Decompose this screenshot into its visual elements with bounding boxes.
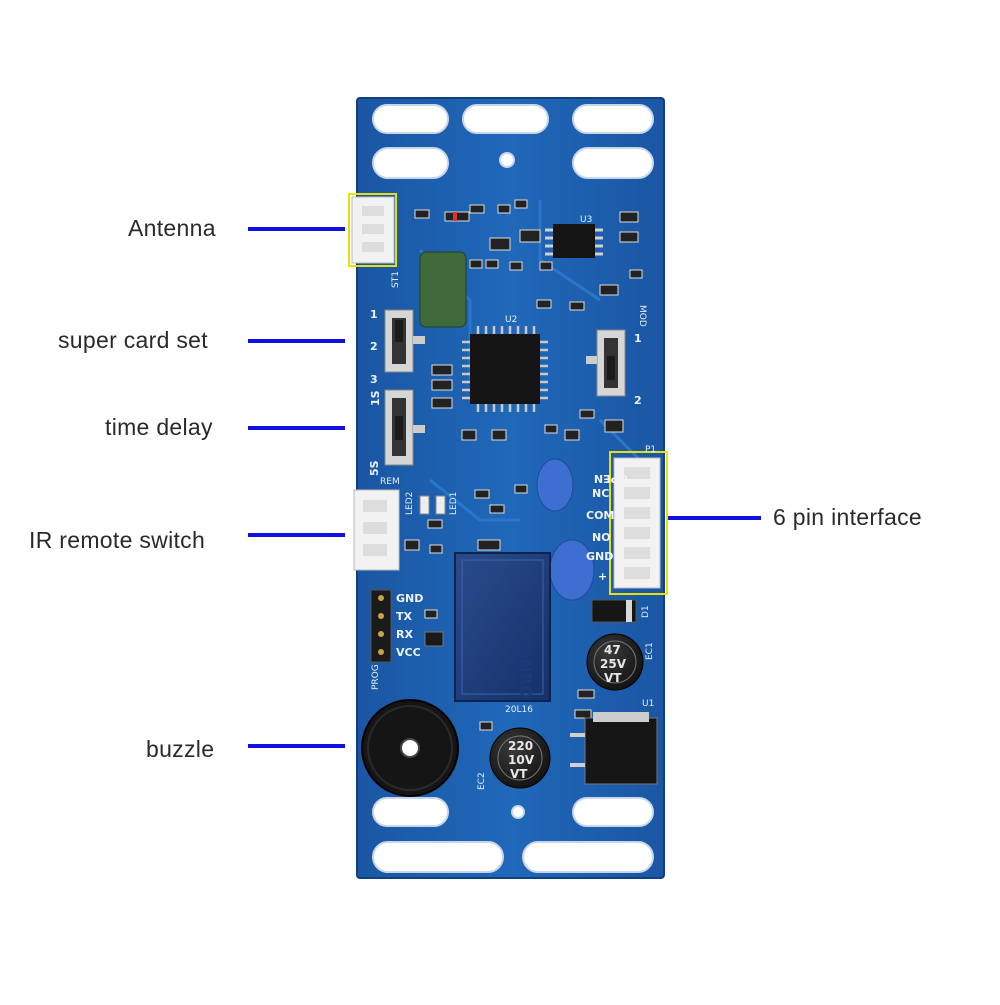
antenna-connector [348,193,397,267]
d1-silk: D1 [641,605,651,618]
diode-d1: D1 [591,599,651,623]
prog-header: GND TX RX VCC PROG [370,589,423,690]
u3-silk: U3 [580,215,592,225]
ir-remote-switch-callout-line [248,533,345,537]
cap-small-line2: 25V [600,657,627,671]
six-pin-connector: P1 OPEN NC COM NO GND + [586,445,668,595]
led2-silk: LED2 [405,492,415,515]
sw-left-3-silk: 3 [370,373,378,386]
prog-pin-0: GND [396,592,423,605]
mod-silk: MOD [637,305,647,327]
capacitor-ec1: 47 25V VT EC1 [586,633,655,691]
rem-silk: REM [380,477,400,487]
six-pin-interface-label: 6 pin interface [773,504,922,530]
time-delay-label: time delay [105,414,213,440]
pin-label-1: NC [592,487,609,500]
six-pin-interface-callout-line [668,516,761,520]
ec1-silk: EC1 [645,642,655,660]
cap-small-line3: VT [604,671,622,685]
ir-remote-switch-label: IR remote switch [29,527,206,553]
antenna-label: Antenna [128,215,216,241]
relay-brand: TIANBO [516,630,535,698]
diode-d3 [444,211,470,222]
relay: TIANBO 20L16 [454,552,551,715]
cap-large-line3: VT [510,767,528,781]
prog-pin-2: RX [396,628,413,641]
pin-label-5: + [598,570,607,583]
buzzer [361,699,459,797]
leds: LED2 LED1 [405,492,459,515]
time-delay-callout-line [248,426,345,430]
st1-silk: ST1 [391,271,401,288]
slide-switch-time-delay: 3 1S 5S [368,373,425,476]
u2-silk: U2 [505,315,517,325]
sw-1s-silk: 1S [369,390,382,406]
ir-remote-connector: REM [353,477,400,571]
mcu-u2: U2 [462,315,548,412]
ec2-silk: EC2 [477,772,487,790]
capacitor-ec2: 220 10V VT EC2 [477,727,551,790]
slide-switch-super-card: 1 2 [370,308,425,373]
prog-pin-1: TX [396,610,413,623]
pin-label-4: GND [586,550,613,563]
relay-code-silk: 20L16 [505,705,533,715]
sw-5s-silk: 5S [368,460,381,476]
regulator-u1: U1 [570,699,658,785]
sw-left-2-silk: 2 [370,340,378,353]
chip-u3: U3 [545,215,603,258]
cap-small-line1: 47 [604,643,621,657]
p1-silk: P1 [645,445,656,455]
sw-right-1-silk: 1 [634,332,642,345]
u1-silk: U1 [642,699,654,709]
crystal-capacitor: ST1 [391,251,467,328]
sw-right-2-silk: 2 [634,394,642,407]
prog-pin-3: VCC [396,646,421,659]
pin-label-3: NO [592,531,611,544]
prog-silk: PROG [371,664,381,690]
super-card-set-callout-line [248,339,345,343]
cap-large-line2: 10V [508,753,535,767]
super-card-set-label: super card set [58,327,208,353]
buzzle-callout-line [248,744,345,748]
led1-silk: LED1 [449,492,459,515]
cap-large-line1: 220 [508,739,533,753]
pin-label-0: OPEN [594,472,628,485]
buzzle-label: buzzle [146,736,215,762]
transistor-q2 [424,631,444,647]
smd-components [404,199,643,731]
antenna-callout-line [248,227,345,231]
pin-label-2: COM [586,509,614,522]
sw-left-1-silk: 1 [370,308,378,321]
slide-switch-mod: MOD 1 2 [586,305,647,407]
blue-varistors [536,458,595,601]
